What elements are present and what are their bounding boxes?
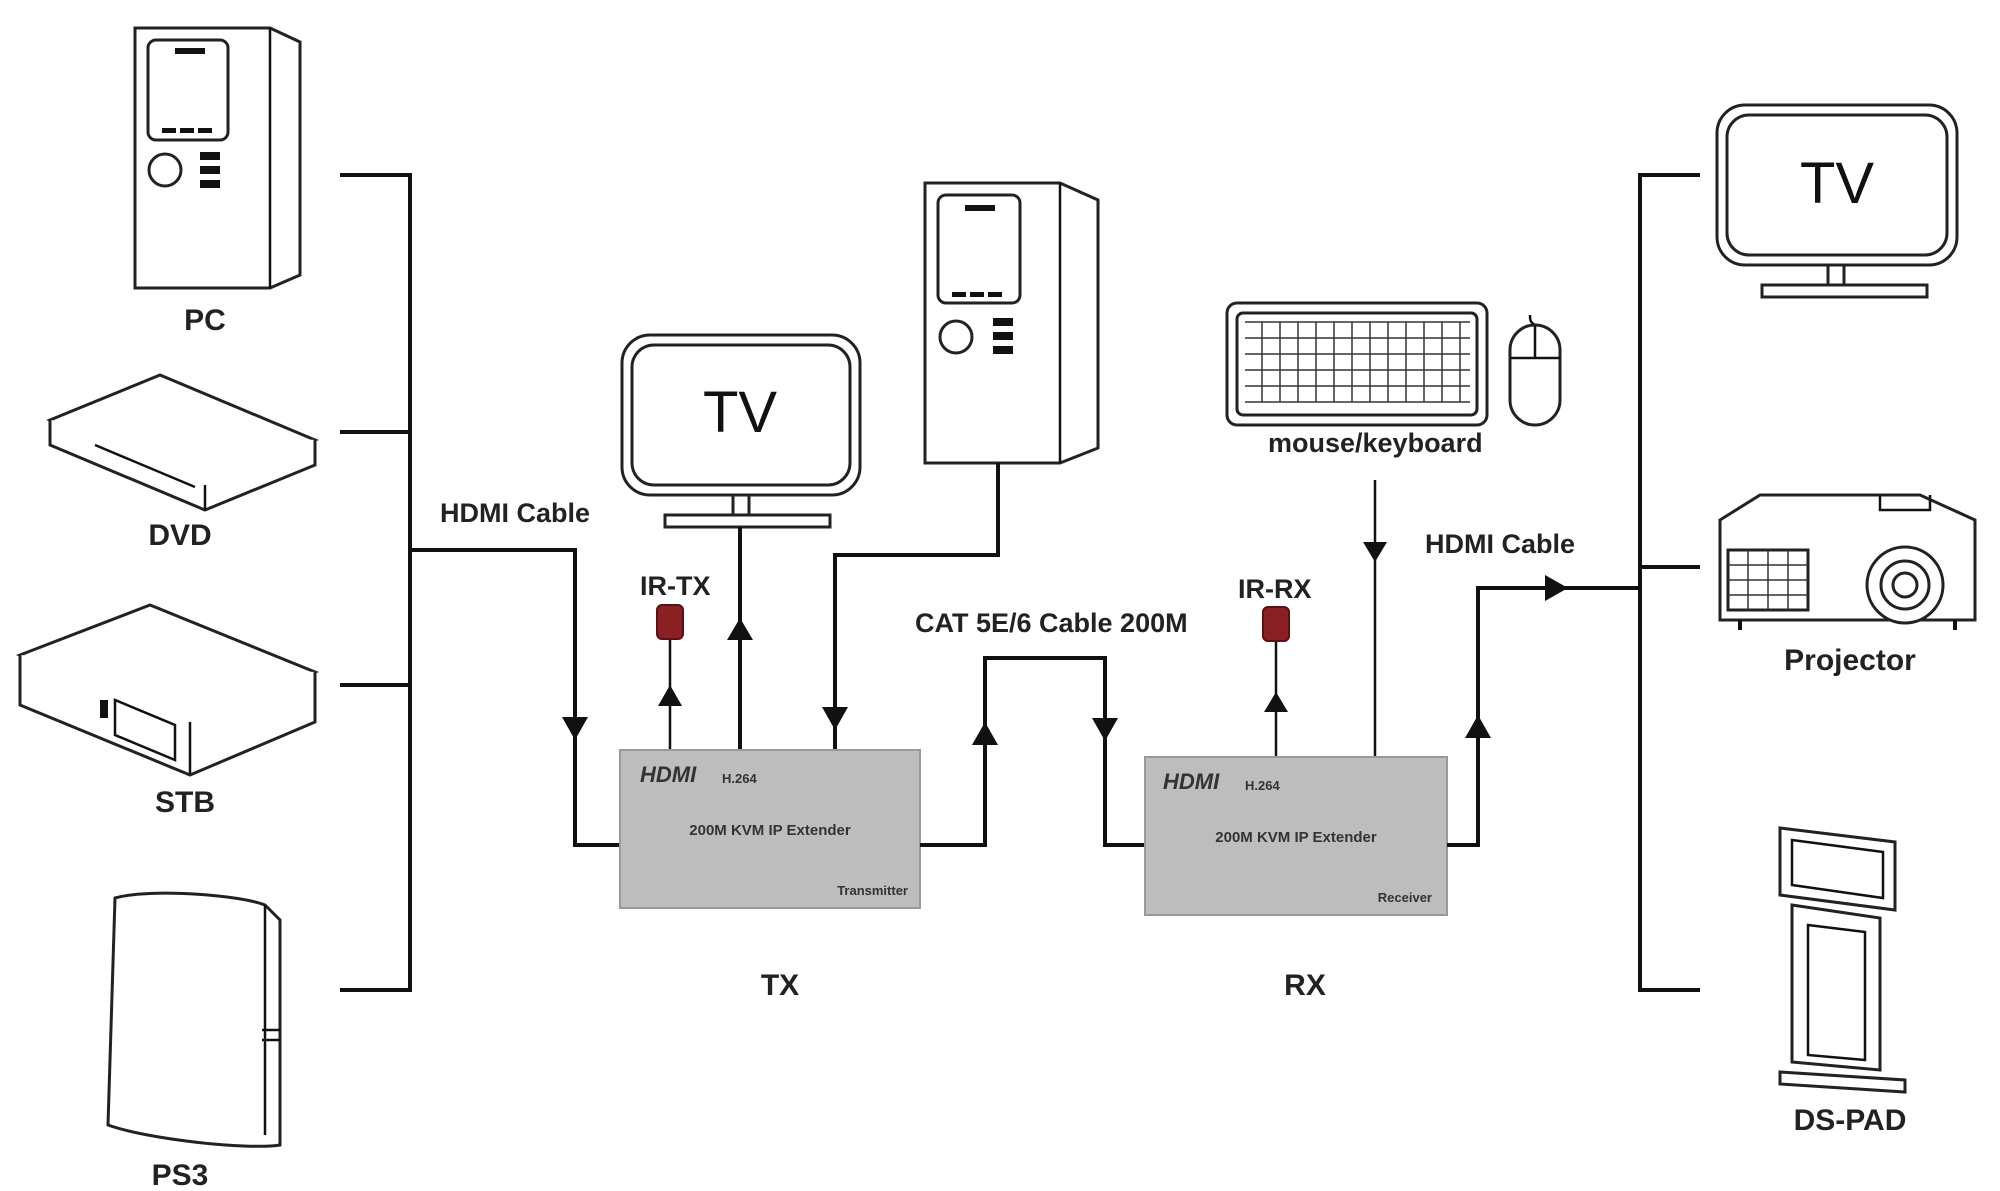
hdmi-display-bus <box>1638 173 1700 992</box>
pc-tower-icon <box>133 26 302 290</box>
pc-label: PC <box>184 304 226 337</box>
local-pc-tower-icon <box>923 181 1100 465</box>
local-tv-icon <box>620 333 862 529</box>
cat-cable-line <box>920 656 1145 847</box>
ps3-console-icon <box>106 891 282 1148</box>
projector-label: Projector <box>1784 644 1916 677</box>
transmitter-unit: HDMI H.264 200M KVM IP Extender Transmit… <box>619 749 921 909</box>
rx-codec: H.264 <box>1245 778 1280 793</box>
tx-role: Transmitter <box>837 883 908 898</box>
stb-label: STB <box>155 786 215 819</box>
ir-tx-label: IR-TX <box>640 571 711 601</box>
hdmi-output-line <box>1447 575 1640 847</box>
tx-title: 200M KVM IP Extender <box>689 822 851 839</box>
projector-icon <box>1718 493 1977 630</box>
pc-to-tx-line <box>822 463 1000 750</box>
receiver-unit: HDMI H.264 200M KVM IP Extender Receiver <box>1144 756 1448 916</box>
hdmi-cable-in-label: HDMI Cable <box>440 498 590 528</box>
ds-pad-label: DS-PAD <box>1794 1104 1907 1137</box>
display-tv-icon <box>1715 103 1959 299</box>
ir-rx-label: IR-RX <box>1238 574 1312 604</box>
tx-codec: H.264 <box>722 771 757 786</box>
rx-hdmi-logo: HDMI <box>1163 769 1220 794</box>
ds-pad-kiosk-icon <box>1778 826 1907 1094</box>
keyboard-icon <box>1225 301 1489 427</box>
rx-title: 200M KVM IP Extender <box>1215 829 1377 846</box>
cat-cable-label: CAT 5E/6 Cable 200M <box>915 608 1188 638</box>
keyboard-to-rx-line <box>1363 480 1387 758</box>
tx-caption: TX <box>761 969 799 1002</box>
ps3-label: PS3 <box>152 1159 209 1191</box>
display-tv-text: TV <box>1800 151 1874 216</box>
rx-caption: RX <box>1284 969 1326 1002</box>
dvd-label: DVD <box>148 519 211 552</box>
set-top-box-icon <box>15 603 320 777</box>
tx-to-tv-line <box>727 527 753 750</box>
tx-hdmi-logo: HDMI <box>640 762 697 787</box>
mouse-keyboard-label: mouse/keyboard <box>1268 428 1483 458</box>
hdmi-source-bus <box>340 173 620 992</box>
ir-tx-sensor-icon <box>656 604 684 750</box>
rx-role: Receiver <box>1378 890 1432 905</box>
hdmi-cable-out-label: HDMI Cable <box>1425 529 1575 559</box>
local-tv-text: TV <box>703 380 777 445</box>
dvd-player-icon <box>46 373 319 512</box>
ir-rx-sensor-icon <box>1262 606 1290 758</box>
mouse-icon <box>1508 314 1562 427</box>
